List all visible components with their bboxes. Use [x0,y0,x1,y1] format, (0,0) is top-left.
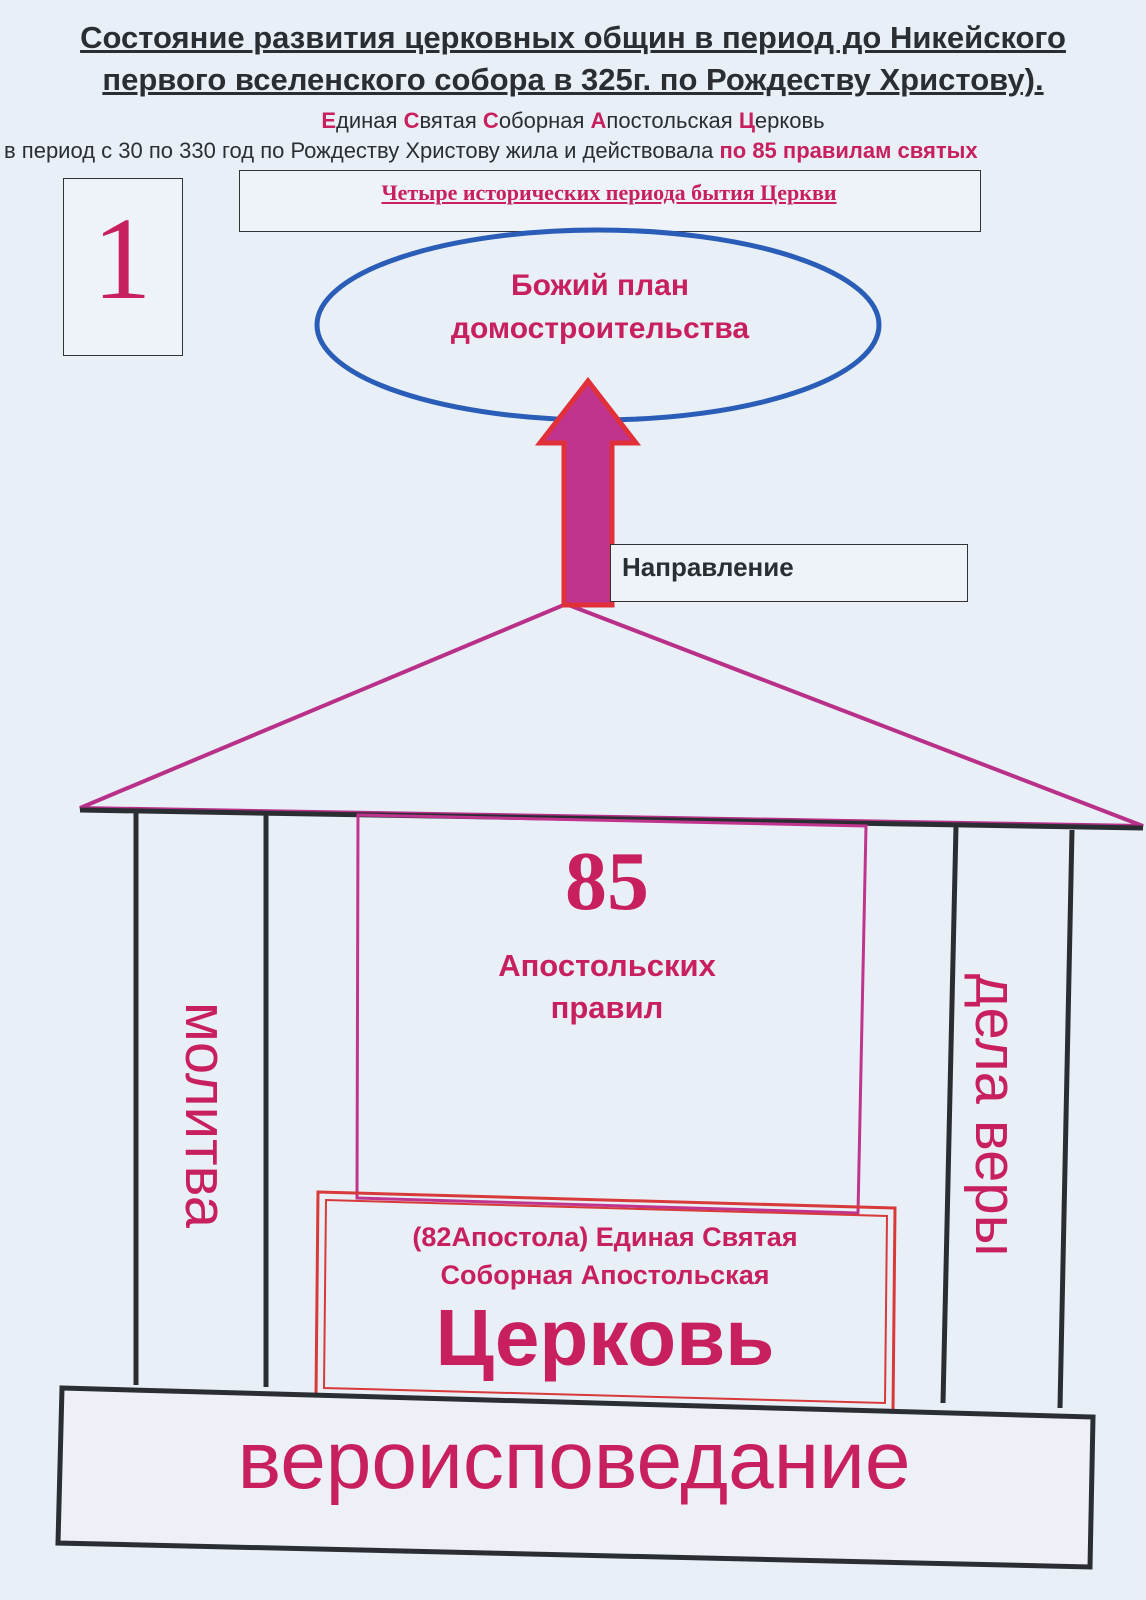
title-line-2: первого вселенского собора в 325г. по Ро… [102,62,1044,97]
foundation-label: вероисповедание [237,1415,911,1506]
initial-a: А [590,108,607,133]
title-line-1: Состояние развития церковных общин в пер… [80,20,1066,55]
period-text: в период с 30 по 330 год по Рождеству Хр… [4,138,720,163]
rules-label: Апостольских правил [357,945,857,1029]
word-rest: диная [336,108,404,133]
periods-box [239,170,981,232]
initial-s2: С [482,108,499,133]
period-highlight: по 85 правилам святых [719,138,978,163]
word-rest: ерковь [754,108,825,133]
church-subtitle: (82Апостола) Единая Святая Соборная Апос… [325,1218,885,1294]
rules-line-1: Апостольских [498,948,716,983]
church-line-1: (82Апостола) Единая Святая [412,1222,798,1252]
direction-label: Направление [622,552,794,582]
plan-line-2: домостроительства [450,312,750,345]
page-number-box [63,178,183,356]
rules-box [355,813,868,1215]
periods-label: Четыре исторических периода бытия Церкви [381,180,837,205]
right-pillar-outer [1057,829,1075,1409]
plan-label: Божий план домостроительства [320,264,880,350]
plan-line-1: Божий план [511,269,689,302]
initial-ts: Ц [738,108,755,133]
roof [79,601,1144,828]
rules-line-2: правил [550,990,664,1025]
word-rest: постольская [606,108,739,133]
church-title: Церковь [435,1293,775,1382]
church-name-subtitle: Единая Святая Соборная Апостольская Церк… [0,108,1146,134]
right-pillar-inner [940,825,959,1404]
word-rest: оборная [498,108,591,133]
page-number: 1 [92,193,152,324]
initial-e: Е [321,108,337,133]
period-subtitle: в период с 30 по 330 год по Рождеству Хр… [4,138,1146,164]
right-pillar-label: дела веры [963,973,1028,1257]
left-pillar-label: молитва [173,1001,238,1229]
church-frame-inner [322,1198,889,1405]
foundation-box [55,1385,1096,1570]
rules-number: 85 [565,835,649,928]
church-line-2: Соборная Апостольская [440,1260,770,1290]
word-rest: вятая [419,108,483,133]
initial-s1: С [403,108,420,133]
direction-box [610,544,968,602]
